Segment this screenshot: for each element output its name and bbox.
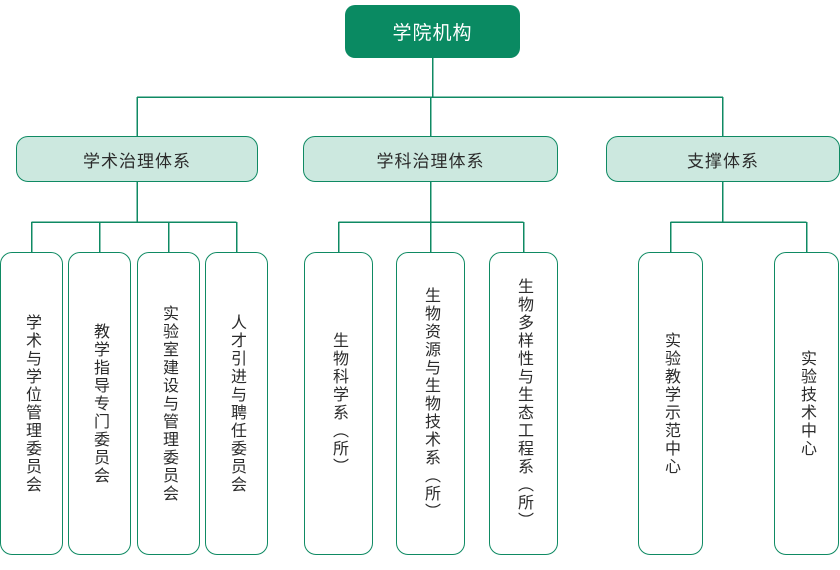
node-leaf-teaching-demo-center[interactable]: 实验教学示范中心 bbox=[638, 252, 703, 555]
node-group-label: 支撑体系 bbox=[687, 151, 759, 172]
node-group-discipline-governance[interactable]: 学科治理体系 bbox=[303, 136, 558, 182]
node-group-label: 学科治理体系 bbox=[376, 151, 485, 172]
node-leaf-label: 生物科学系（所） bbox=[329, 331, 349, 476]
node-leaf-label: 实验技术中心 bbox=[797, 349, 817, 458]
node-root[interactable]: 学院机构 bbox=[345, 5, 520, 58]
node-leaf-label: 实验教学示范中心 bbox=[661, 331, 681, 476]
node-leaf-talent-committee[interactable]: 人才引进与聘任委员会 bbox=[205, 252, 268, 555]
node-leaf-label: 人才引进与聘任委员会 bbox=[227, 313, 247, 494]
node-leaf-tech-center[interactable]: 实验技术中心 bbox=[774, 252, 839, 555]
node-leaf-label: 生物资源与生物技术系（所） bbox=[421, 286, 441, 521]
node-root-label: 学院机构 bbox=[392, 22, 473, 44]
node-leaf-bioscience-dept[interactable]: 生物科学系（所） bbox=[304, 252, 373, 555]
node-leaf-label: 生物多样性与生态工程系（所） bbox=[514, 277, 534, 530]
node-group-academic-governance[interactable]: 学术治理体系 bbox=[16, 136, 258, 182]
node-leaf-label: 学术与学位管理委员会 bbox=[22, 313, 42, 494]
node-leaf-degree-committee[interactable]: 学术与学位管理委员会 bbox=[0, 252, 63, 555]
node-leaf-label: 教学指导专门委员会 bbox=[90, 322, 110, 485]
node-leaf-biodiversity-dept[interactable]: 生物多样性与生态工程系（所） bbox=[489, 252, 558, 555]
node-group-label: 学术治理体系 bbox=[83, 151, 191, 172]
node-leaf-lab-committee[interactable]: 实验室建设与管理委员会 bbox=[137, 252, 200, 555]
node-leaf-teaching-committee[interactable]: 教学指导专门委员会 bbox=[68, 252, 131, 555]
node-group-support-system[interactable]: 支撑体系 bbox=[606, 136, 840, 182]
node-leaf-bioresource-dept[interactable]: 生物资源与生物技术系（所） bbox=[396, 252, 465, 555]
node-leaf-label: 实验室建设与管理委员会 bbox=[159, 304, 179, 503]
